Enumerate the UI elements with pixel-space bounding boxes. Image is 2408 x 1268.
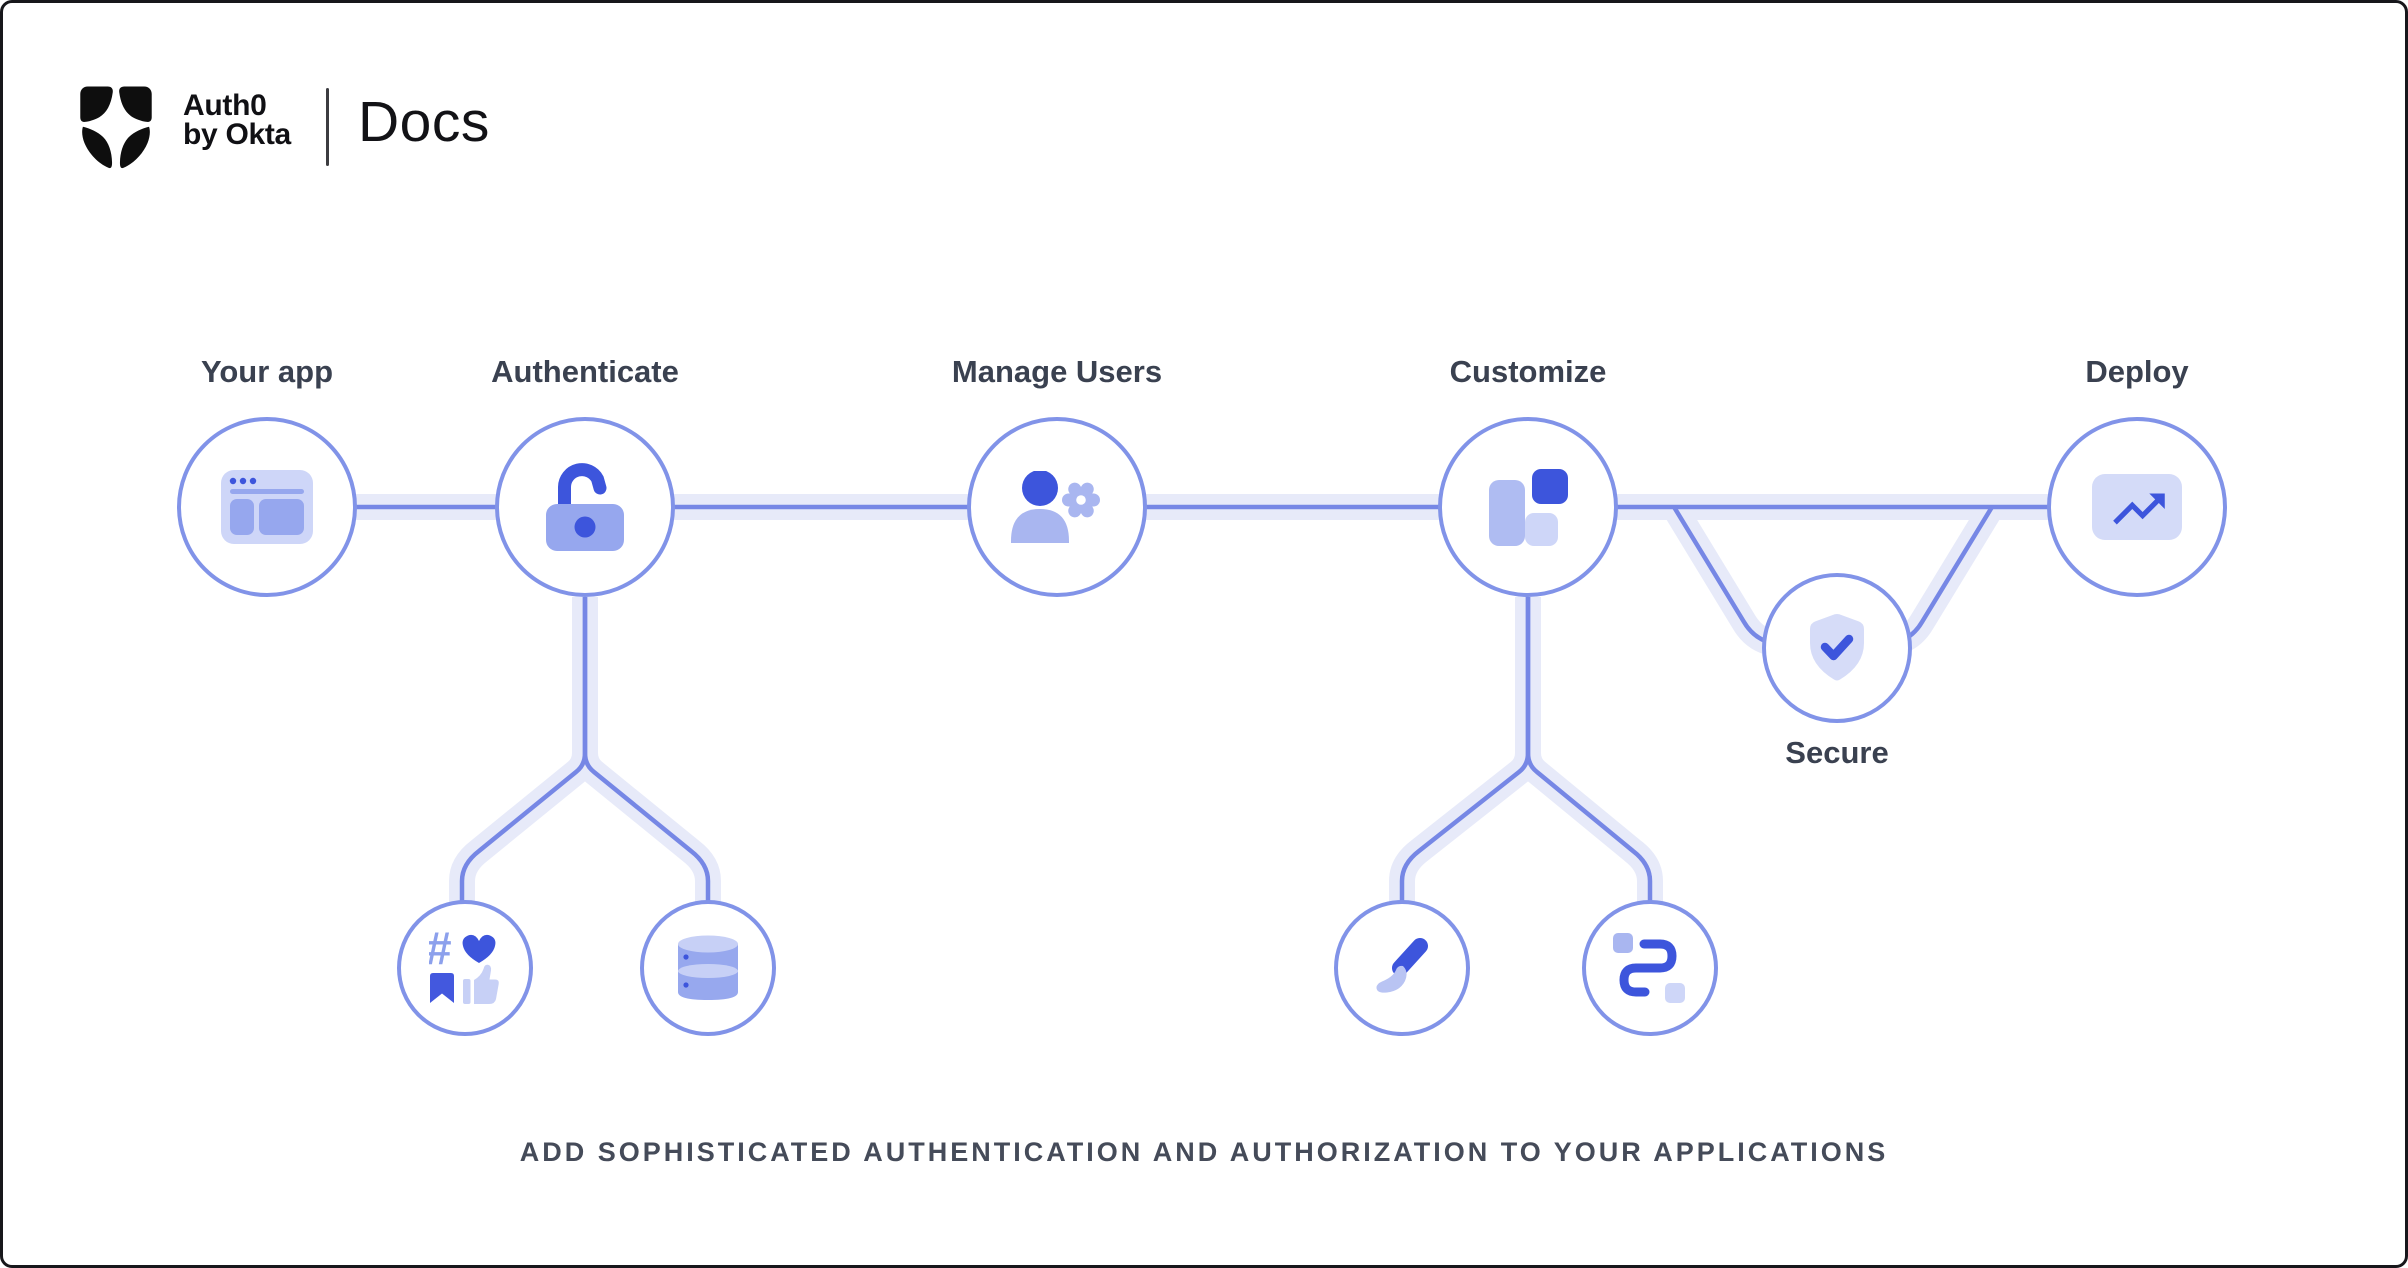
auth0-shield-icon (80, 86, 152, 169)
label-secure: Secure (1785, 735, 1889, 770)
thumbs-up-icon (463, 964, 499, 1004)
trending-up-icon (2092, 474, 2182, 540)
shield-check-icon (1810, 614, 1864, 681)
bookmark-icon (430, 973, 454, 1003)
label-deploy: Deploy (2085, 354, 2189, 389)
paintbrush-icon (1376, 938, 1428, 993)
logo-wordmark[interactable]: Auth0 by Okta (183, 89, 291, 151)
subnode-database[interactable] (640, 900, 776, 1036)
node-secure[interactable] (1762, 573, 1912, 723)
layout-blocks-icon (1488, 468, 1568, 546)
label-customize: Customize (1449, 354, 1607, 389)
user-gear-icon (1011, 471, 1100, 543)
subnode-actions-flow[interactable] (1582, 900, 1718, 1036)
node-customize[interactable] (1438, 417, 1618, 597)
node-manage-users[interactable] (967, 417, 1147, 597)
header-divider (326, 88, 329, 166)
flow-icon (1613, 933, 1685, 1003)
auth0-logo[interactable] (78, 84, 154, 179)
label-authenticate: Authenticate (491, 354, 679, 389)
subnode-branding[interactable] (1334, 900, 1470, 1036)
tagline: ADD SOPHISTICATED AUTHENTICATION AND AUT… (519, 1137, 1889, 1167)
logo-line1: Auth0 (183, 89, 267, 122)
unlock-icon (546, 463, 624, 551)
label-manage-users: Manage Users (951, 354, 1163, 389)
hashtag-icon: # (429, 931, 452, 974)
node-authenticate[interactable] (495, 417, 675, 597)
heart-icon (462, 934, 496, 963)
database-icon (678, 935, 738, 1000)
node-your-app[interactable] (177, 417, 357, 597)
social-icons: # (429, 931, 499, 1004)
browser-window-icon (221, 470, 313, 544)
logo-line2: by Okta (183, 118, 291, 151)
label-your-app: Your app (200, 354, 334, 389)
node-deploy[interactable] (2047, 417, 2227, 597)
product-title: Docs (358, 90, 490, 154)
header: Auth0 by Okta Docs (0, 0, 2408, 200)
subnode-social-connections[interactable]: # (397, 900, 533, 1036)
